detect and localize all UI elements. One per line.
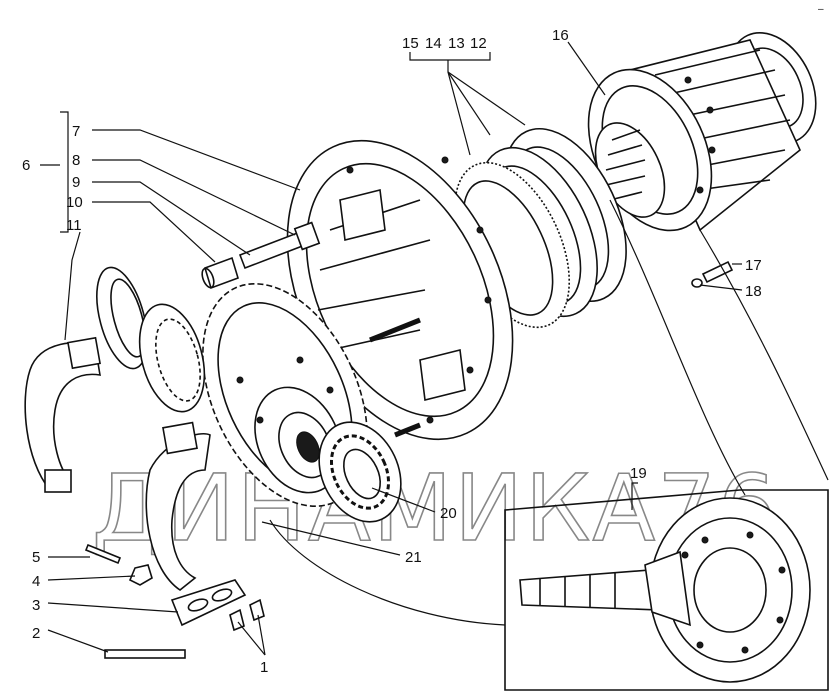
callout-15: 15 bbox=[402, 35, 419, 52]
callout-21: 21 bbox=[405, 549, 422, 566]
leader-lines bbox=[40, 41, 829, 656]
lower-cap-and-lockplate bbox=[84, 421, 265, 659]
callout-2: 2 bbox=[32, 625, 40, 642]
part-19-gear-pair-inset bbox=[504, 489, 829, 691]
callout-1: 1 bbox=[260, 659, 268, 676]
corner-mark: – bbox=[818, 4, 824, 15]
callout-labels: 1 2 3 4 5 6 7 8 9 10 11 12 13 14 15 16 1… bbox=[22, 27, 762, 676]
callout-3: 3 bbox=[32, 597, 40, 614]
callout-13: 13 bbox=[448, 35, 465, 52]
callout-18: 18 bbox=[745, 283, 762, 300]
part-20-bearing bbox=[318, 421, 402, 523]
callout-20: 20 bbox=[440, 505, 457, 522]
left-bearing-assembly bbox=[24, 266, 206, 493]
callout-11: 11 bbox=[66, 217, 82, 234]
callout-6: 6 bbox=[22, 157, 30, 174]
callout-8: 8 bbox=[72, 152, 80, 169]
callout-9: 9 bbox=[72, 174, 80, 191]
callout-19: 19 bbox=[630, 465, 647, 482]
callout-16: 16 bbox=[552, 27, 569, 44]
callout-7: 7 bbox=[72, 123, 80, 140]
callout-10: 10 bbox=[66, 194, 83, 211]
callout-12: 12 bbox=[470, 35, 487, 52]
callout-5: 5 bbox=[32, 549, 40, 566]
callout-17: 17 bbox=[745, 257, 762, 274]
part-16-hub bbox=[587, 31, 817, 232]
callout-4: 4 bbox=[32, 573, 40, 590]
fasteners bbox=[201, 221, 734, 290]
callout-14: 14 bbox=[425, 35, 442, 52]
